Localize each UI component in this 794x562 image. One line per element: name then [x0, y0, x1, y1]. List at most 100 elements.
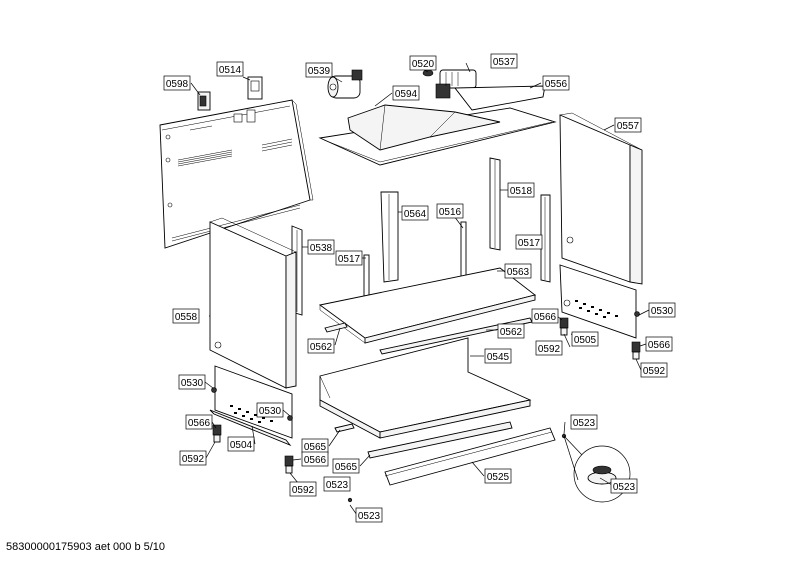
fan-0537 [435, 69, 477, 99]
rail-0565-upper [334, 423, 355, 433]
svg-text:0565: 0565 [304, 442, 327, 453]
svg-text:0530: 0530 [651, 306, 674, 317]
svg-text:0562: 0562 [500, 327, 523, 338]
svg-text:0525: 0525 [487, 472, 510, 483]
trim-bar-0525 [384, 427, 556, 486]
svg-text:0504: 0504 [230, 440, 253, 451]
svg-text:0520: 0520 [412, 59, 435, 70]
shelf-0563 [318, 267, 537, 344]
rail-0518 [489, 157, 501, 251]
callout-0523-center-top: 0523 [323, 476, 351, 492]
callout-0558: 0558 [172, 308, 200, 324]
svg-text:0598: 0598 [166, 79, 189, 90]
callout-0565-upper: 0565 [301, 438, 329, 454]
document-reference-footer: 58300000175903 aet 000 b 5/10 [6, 541, 166, 553]
bottom-tray-0545 [319, 337, 532, 439]
svg-text:0566: 0566 [304, 455, 327, 466]
slide-0562-left [324, 322, 348, 333]
callout-0566-right-bottom: 0566 [645, 336, 673, 352]
callout-0556: 0556 [542, 75, 570, 91]
callout-0562-right: 0562 [497, 323, 525, 339]
plinth-0504 [209, 365, 293, 447]
rail-0564 [380, 191, 399, 283]
svg-text:0592: 0592 [292, 485, 315, 496]
svg-text:0592: 0592 [182, 454, 205, 465]
callout-0557: 0557 [614, 117, 642, 133]
rear-panel [159, 99, 314, 249]
svg-text:0558: 0558 [175, 312, 198, 323]
screw-0523-center [347, 497, 353, 503]
callout-0523-right: 0523 [570, 414, 598, 430]
callout-0523-detail: 0523 [610, 478, 638, 494]
callout-0520: 0520 [409, 55, 437, 71]
callout-0517-right: 0517 [515, 234, 543, 250]
plinth-0505 [559, 264, 637, 339]
svg-text:0530: 0530 [259, 406, 282, 417]
svg-text:0566: 0566 [648, 340, 671, 351]
svg-text:0530: 0530 [181, 378, 204, 389]
svg-text:0523: 0523 [326, 480, 349, 491]
svg-text:0557: 0557 [617, 121, 640, 132]
callout-0518: 0518 [507, 182, 535, 198]
leader-lines [190, 62, 650, 516]
callout-0594: 0594 [392, 85, 420, 101]
svg-text:0539: 0539 [308, 66, 331, 77]
svg-text:0538: 0538 [310, 243, 333, 254]
rail-0517-right [540, 194, 551, 283]
svg-text:0523: 0523 [573, 418, 596, 429]
svg-text:0523: 0523 [358, 511, 381, 522]
left-side-panel-0558 [209, 217, 297, 389]
callout-0566-left: 0566 [185, 414, 213, 430]
callout-0563: 0563 [504, 263, 532, 279]
callout-0530-right: 0530 [648, 302, 676, 318]
svg-text:0517: 0517 [338, 254, 361, 265]
screw-0530-left-top [211, 387, 217, 393]
svg-text:0516: 0516 [439, 207, 462, 218]
callout-0566-right-top: 0566 [531, 308, 559, 324]
callout-0504: 0504 [227, 436, 255, 452]
callout-0514: 0514 [216, 61, 244, 77]
svg-text:0566: 0566 [534, 312, 557, 323]
callout-0516: 0516 [436, 203, 464, 219]
callout-0525: 0525 [484, 468, 512, 484]
svg-text:0523: 0523 [613, 482, 636, 493]
callout-0505: 0505 [571, 331, 599, 347]
svg-text:0505: 0505 [574, 335, 597, 346]
callout-0517-left: 0517 [335, 250, 363, 266]
callout-0523-center-bottom: 0523 [355, 507, 383, 523]
svg-text:0566: 0566 [188, 418, 211, 429]
svg-text:0563: 0563 [507, 267, 530, 278]
svg-text:0514: 0514 [219, 65, 242, 76]
top-hood-0594 [318, 104, 557, 166]
callout-0565-lower: 0565 [332, 458, 360, 474]
svg-text:0565: 0565 [335, 462, 358, 473]
foot-0566-right-bottom [631, 341, 641, 360]
svg-text:0564: 0564 [404, 209, 427, 220]
callout-0566-center: 0566 [301, 451, 329, 467]
callout-0592-right-top: 0592 [535, 340, 563, 356]
plate-0514 [247, 76, 263, 100]
foot-0566-center [284, 455, 294, 474]
callout-0592-left: 0592 [179, 450, 207, 466]
svg-text:0517: 0517 [518, 238, 541, 249]
callout-0592-right-bottom: 0592 [640, 362, 668, 378]
svg-text:0537: 0537 [493, 57, 516, 68]
knob-0520 [422, 69, 434, 77]
svg-text:0556: 0556 [545, 79, 568, 90]
screw-0530-left-bottom [287, 415, 293, 421]
callout-0592-center: 0592 [289, 481, 317, 497]
svg-text:0594: 0594 [395, 89, 418, 100]
svg-text:0592: 0592 [643, 366, 666, 377]
callout-0530-left-top: 0530 [178, 374, 206, 390]
callout-0598: 0598 [163, 75, 191, 91]
svg-text:0562: 0562 [310, 342, 333, 353]
svg-text:0518: 0518 [510, 186, 533, 197]
duct-cover-0556 [454, 85, 546, 111]
callout-0539: 0539 [305, 62, 333, 78]
bracket-0598 [197, 91, 211, 111]
callout-0538: 0538 [307, 239, 335, 255]
motor-0539 [327, 69, 363, 99]
svg-text:0545: 0545 [487, 352, 510, 363]
